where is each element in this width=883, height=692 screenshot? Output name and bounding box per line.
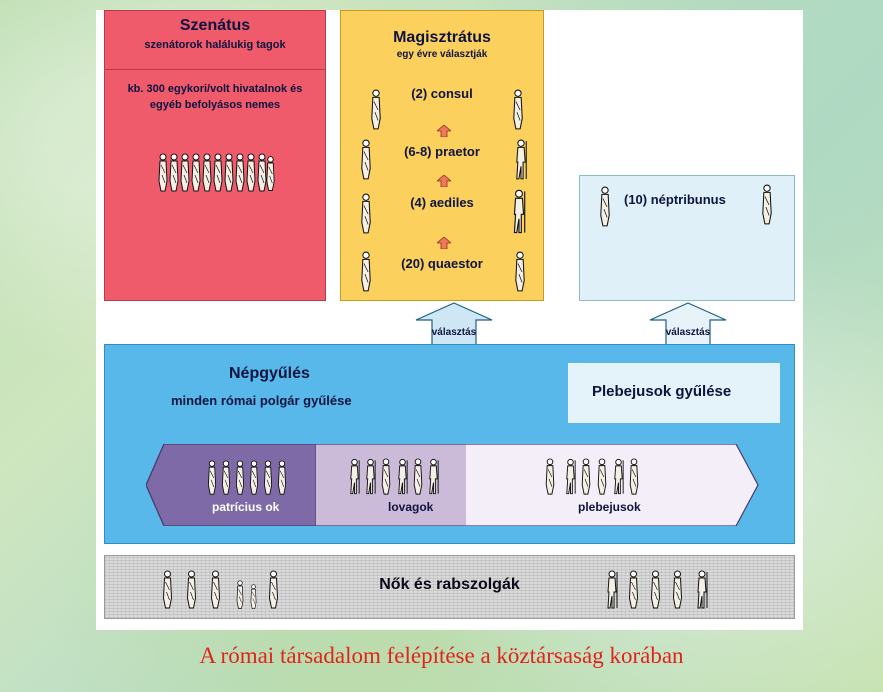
tribunes-box: (10) néptribunus — [579, 175, 795, 301]
promotion-arrow-icon — [437, 237, 451, 249]
assembly-subtitle: minden római polgár gyűlése — [171, 393, 352, 408]
praetor-figure-left — [361, 139, 371, 180]
women-illustration — [162, 570, 279, 610]
slaves-illustration — [607, 570, 708, 609]
quaestor-figure-left — [361, 251, 371, 292]
aediles-figure-right — [513, 189, 526, 234]
plebeian-assembly-box: Plebejusok gyűlése — [568, 363, 780, 423]
social-classes-band — [146, 444, 759, 526]
diagram-slide: Szenátus szenátorok halálukig tagok kb. … — [96, 10, 803, 630]
quaestor-figure-right — [515, 251, 525, 292]
slide-caption: A római társadalom felépítése a köztársa… — [199, 643, 684, 668]
election-arrow-right-icon — [649, 302, 727, 346]
women-and-slaves-box: Nők és rabszolgák — [104, 555, 795, 619]
tribunes-label: (10) néptribunus — [624, 192, 726, 207]
consul-figure-left — [371, 89, 381, 130]
senate-title: Szenátus — [179, 17, 251, 34]
aediles-figure-left — [361, 193, 371, 234]
plebeian-assembly-label: Plebejusok gyűlése — [592, 383, 732, 400]
election-arrow-left-icon — [415, 302, 493, 346]
magistracy-subtitle: egy évre választják — [396, 49, 488, 60]
tribune-figure-left — [600, 186, 610, 227]
tribune-figure-right — [762, 184, 772, 225]
election-label-left: választás — [431, 327, 477, 338]
senate-description: kb. 300 egykori/volt hivatalnok és egyéb… — [127, 83, 303, 111]
election-label-right: választás — [665, 327, 711, 338]
senate-subtitle: szenátorok halálukig tagok — [144, 39, 286, 51]
promotion-arrow-icon — [437, 175, 451, 187]
office-quaestor: (20) quaestor — [401, 256, 483, 271]
office-aediles: (4) aediles — [410, 195, 474, 210]
class-label-plebeians: plebejusok — [578, 500, 641, 514]
women-and-slaves-label: Nők és rabszolgák — [379, 576, 520, 593]
praetor-figure-right — [516, 139, 527, 180]
class-label-patricians: patrícius ok — [212, 500, 280, 514]
class-label-equites: lovagok — [388, 500, 434, 514]
promotion-arrow-icon — [437, 125, 451, 137]
office-consul: (2) consul — [411, 86, 473, 101]
senators-illustration — [158, 153, 275, 192]
magistracy-box: Magisztrátus egy évre választják (2) con… — [340, 10, 544, 301]
magistracy-title: Magisztrátus — [393, 29, 491, 46]
office-praetor: (6-8) praetor — [404, 144, 480, 159]
consul-figure-right — [513, 89, 523, 130]
senate-header: Szenátus szenátorok halálukig tagok — [105, 11, 325, 70]
assembly-title: Népgyűlés — [229, 365, 310, 382]
senate-box: Szenátus szenátorok halálukig tagok kb. … — [104, 10, 326, 301]
